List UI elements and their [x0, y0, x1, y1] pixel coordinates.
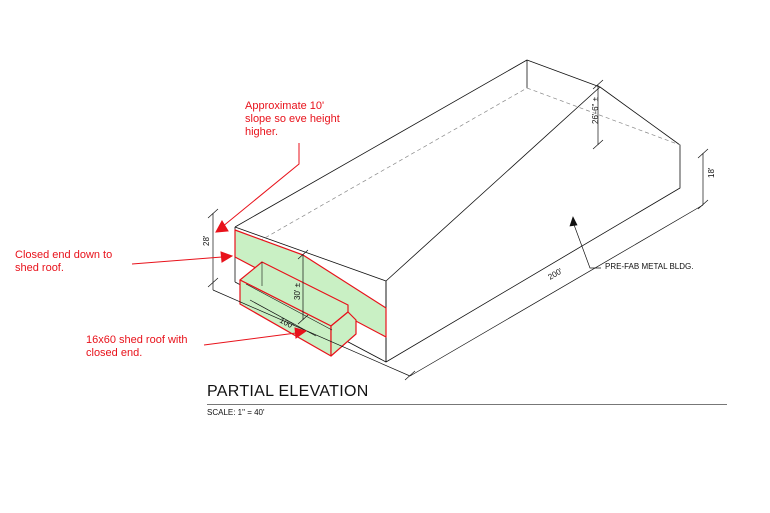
closed-end-note: Closed end down to shed roof.: [15, 249, 112, 275]
hidden-lines: [234, 87, 681, 256]
shed-closed-end: [330, 311, 357, 357]
right-side-wall: [385, 86, 681, 363]
building-callout: PRE-FAB METAL BLDG.: [605, 262, 694, 271]
dimension-lines: [207, 79, 709, 381]
roof-outline: [234, 59, 601, 282]
title-underline: [207, 404, 727, 405]
slope-leader: [221, 143, 300, 228]
shed-roof-note-line: closed end.: [86, 347, 143, 359]
shed-inner-lines: [245, 262, 333, 331]
red-leaders: [131, 143, 308, 346]
end-wall-height-label: 28': [202, 235, 211, 246]
shed-height-label: 30' ±: [293, 282, 302, 300]
slope-note: Approximate 10' slope so eve height high…: [245, 100, 340, 139]
shed-roof-leader: [203, 332, 297, 346]
prefab-leader: [569, 216, 601, 269]
shed-roof-note: 16x60 shed roof with closed end.: [86, 334, 188, 360]
drawing-title: PARTIAL ELEVATION: [207, 383, 369, 400]
closed-end-leader: [131, 256, 223, 265]
slope-note-line: slope so eve height: [245, 113, 340, 125]
ridge-height-label: 26'-6" ±: [591, 96, 600, 124]
shed-markup: [234, 229, 387, 357]
length-dimension-line: [409, 204, 704, 377]
eave-height-label: 18': [707, 167, 716, 178]
shed-roof-note-line: 16x60 shed roof with: [86, 334, 188, 346]
shed-length-dimension-line: [249, 299, 317, 337]
closed-end-note-line: shed roof.: [15, 262, 64, 274]
length-dimension-line-front: [212, 289, 411, 377]
closed-end-note-line: Closed end down to: [15, 249, 113, 261]
drawing-scale: SCALE: 1" = 40': [207, 408, 265, 417]
slope-note-line: Approximate 10': [245, 100, 325, 112]
length-label: 200': [547, 266, 565, 281]
slope-note-line: higher.: [245, 126, 279, 138]
